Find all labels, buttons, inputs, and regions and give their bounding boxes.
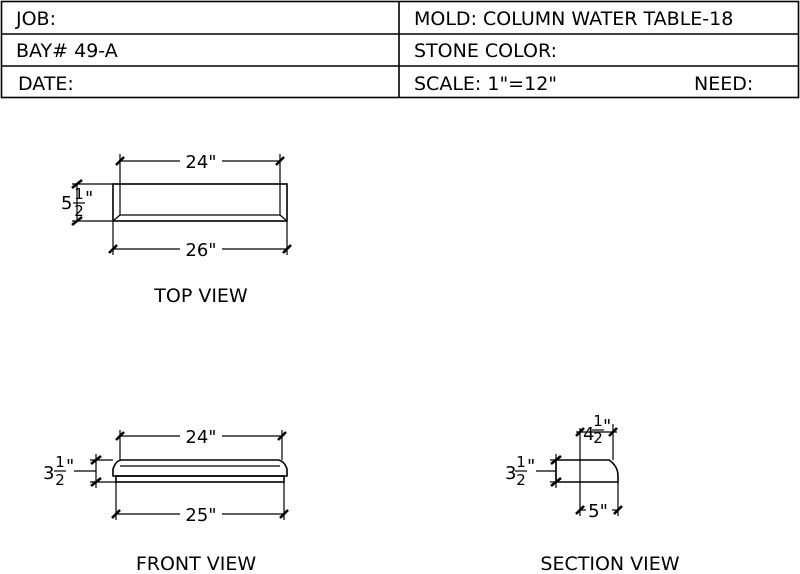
section-view-tick: [575, 505, 585, 515]
section-view-top-denominator: 2: [593, 429, 603, 447]
front-view-height-denominator: 2: [55, 471, 65, 489]
top-view-bevel-right: [279, 214, 288, 222]
top-view-width-bottom: 26": [185, 240, 216, 261]
section-view-top-whole: 4: [583, 424, 594, 445]
section-view-height-whole: 3: [505, 463, 516, 484]
top-view-tick: [71, 178, 83, 190]
front-view: 24" 25" 3 1 2 " FRONT VIEW: [43, 427, 289, 574]
front-view-height-whole: 3: [43, 463, 54, 484]
front-view-tick: [115, 431, 125, 441]
title-block: JOB: MOLD: COLUMN WATER TABLE-18 BAY# 49…: [0, 0, 800, 99]
section-view-tick: [550, 454, 562, 466]
front-view-tick: [279, 509, 289, 519]
front-view-width-bottom: 25": [185, 505, 216, 526]
section-view-top-unit: ": [603, 416, 611, 437]
stone-color-label: STONE COLOR:: [414, 40, 557, 62]
top-view-tick: [282, 244, 292, 254]
section-view-tick: [550, 476, 562, 488]
top-view: 24" 26" 5 1 2 " TOP VIEW: [61, 152, 292, 307]
front-view-height-numerator: 1: [55, 453, 65, 471]
bay-label: BAY# 49-A: [16, 40, 118, 62]
mold-label: MOLD: COLUMN WATER TABLE-18: [414, 8, 733, 30]
job-label: JOB:: [15, 8, 56, 30]
scale-label: SCALE: 1"=12": [414, 73, 557, 95]
section-view-tick: [613, 505, 623, 515]
section-view-height-numerator: 1: [516, 453, 526, 471]
top-view-bevel-left: [112, 214, 121, 222]
front-view-base: [115, 475, 285, 483]
front-view-tick: [277, 431, 287, 441]
need-label: NEED:: [694, 73, 753, 95]
section-view-tick: [575, 427, 585, 437]
title-block-frame: [0, 0, 800, 99]
top-view-tick: [275, 156, 285, 166]
front-view-height-unit: ": [66, 456, 74, 477]
date-label: DATE:: [18, 73, 74, 95]
top-view-depth-denominator: 2: [74, 202, 84, 220]
top-view-tick: [108, 244, 118, 254]
front-view-tick: [111, 509, 121, 519]
top-view-depth-numerator: 1: [74, 185, 84, 203]
front-view-title: FRONT VIEW: [136, 553, 257, 574]
section-view-profile: [555, 459, 619, 483]
section-view-top-numerator: 1: [593, 412, 603, 430]
top-view-tick: [71, 215, 83, 227]
section-view-title: SECTION VIEW: [540, 553, 679, 574]
section-view-tick: [608, 427, 618, 437]
top-view-tick: [115, 156, 125, 166]
front-view-width-top: 24": [185, 427, 216, 448]
top-view-title: TOP VIEW: [153, 285, 248, 307]
section-view-height-unit: ": [527, 456, 535, 477]
top-view-depth-whole: 5: [61, 193, 72, 214]
top-view-inner-edge: [119, 184, 281, 216]
section-view: 4 1 2 " 5" 3 1 2 " SECTION VIEW: [505, 412, 680, 574]
front-view-cap: [112, 459, 288, 477]
section-view-bottom: 5": [588, 501, 608, 522]
top-view-width-top: 24": [185, 152, 216, 173]
section-view-height-denominator: 2: [516, 471, 526, 489]
top-view-depth-unit: ": [85, 188, 93, 209]
front-view-tick: [90, 454, 102, 466]
front-view-tick: [90, 476, 102, 488]
top-view-outline: [112, 183, 288, 222]
